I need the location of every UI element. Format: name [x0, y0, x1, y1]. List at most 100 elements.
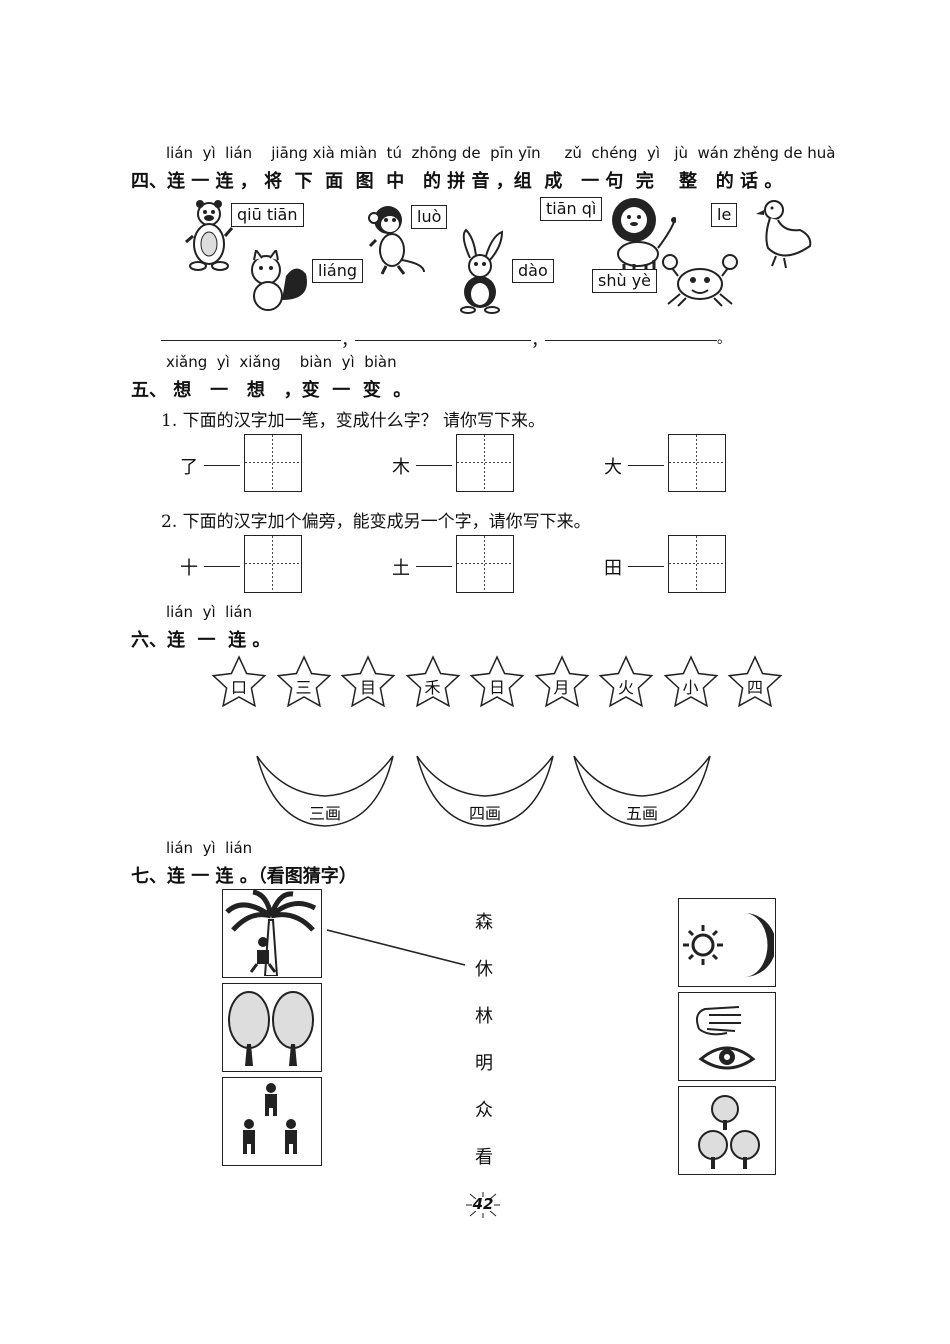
crab-picture [662, 254, 738, 307]
hand-eye-icon [696, 1006, 756, 1070]
pinyin-box-tianqi: tiān qì [540, 197, 603, 221]
star-char: 火 [617, 678, 634, 697]
two-trees-icon [228, 991, 314, 1066]
picture-hand-eye[interactable] [678, 992, 776, 1081]
pinyin-box-qiutian: qiū tiān [231, 203, 304, 227]
star-char: 目 [359, 678, 376, 697]
q1-dash-2 [416, 465, 452, 466]
star-icon [276, 655, 331, 708]
star-1[interactable]: 口 [211, 654, 267, 708]
q2-dash-2 [416, 566, 452, 567]
picture-sun-moon[interactable] [678, 898, 777, 987]
match-char-2[interactable]: 休 [475, 959, 493, 980]
match-char-5[interactable]: 众 [475, 1100, 493, 1121]
moon-3[interactable]: 五画 [572, 752, 712, 828]
s5-pinyin: xiǎng yì xiǎng biàn yì biàn [166, 353, 397, 371]
picture-two-trees[interactable] [222, 983, 322, 1072]
answer-comma-1: ， [341, 331, 358, 351]
q1-writing-box-3[interactable] [668, 434, 726, 492]
crescent-moon-icon [573, 755, 711, 827]
moon-label: 五画 [625, 804, 658, 823]
s5-heading: 五、 想 一 想 ，变 一 变 。 [131, 380, 412, 401]
s6-pinyin: lián yì lián [166, 603, 253, 621]
star-2[interactable]: 三 [276, 654, 332, 708]
moon-label: 四画 [468, 804, 501, 823]
moon-1[interactable]: 三画 [255, 752, 395, 828]
star-icon [469, 655, 525, 708]
s5-question-2: 2. 下面的汉字加个偏旁，能变成另一个字，请你写下来。 [161, 512, 591, 532]
q1-char-2: 木 [392, 457, 410, 478]
star-3[interactable]: 目 [340, 654, 396, 708]
q2-dash-1 [204, 566, 240, 567]
sunburst-icon [466, 1192, 500, 1218]
answer-period: 。 [717, 331, 731, 347]
picture-three-trees[interactable] [678, 1086, 776, 1175]
duck-picture [756, 200, 812, 269]
lion-picture [612, 198, 676, 272]
picture-person-under-tree[interactable] [222, 889, 322, 978]
star-char: 小 [682, 678, 699, 697]
crescent-moon-icon [416, 755, 554, 827]
s7-heading: 七、连 一 连 。（看图猜字） [131, 866, 357, 887]
s7-pinyin: lián yì lián [166, 839, 253, 857]
star-char: 三 [295, 678, 312, 697]
star-7[interactable]: 火 [598, 654, 654, 708]
match-char-1[interactable]: 森 [475, 912, 493, 933]
q2-dash-3 [628, 566, 664, 567]
match-char-4[interactable]: 明 [475, 1053, 493, 1074]
star-5[interactable]: 日 [469, 654, 525, 708]
s4-heading: 四、连 一 连 ， 将 下 面 图 中 的 拼 音 ，组 成 一 句 完 整 的… [131, 171, 783, 192]
star-icon [663, 655, 718, 708]
page-number-badge: 42 [466, 1192, 500, 1218]
three-trees-icon [698, 1095, 760, 1169]
star-char: 口 [230, 678, 247, 697]
page-number: 42 [472, 1195, 494, 1213]
pinyin-box-dao: dào [512, 259, 554, 283]
q2-writing-box-3[interactable] [668, 535, 726, 593]
q2-char-3: 田 [604, 558, 622, 579]
q1-writing-box-2[interactable] [456, 434, 514, 492]
answer-blank-2[interactable] [355, 340, 531, 341]
answer-blank-1[interactable] [161, 340, 341, 341]
moon-label: 三画 [308, 804, 341, 823]
match-char-3[interactable]: 林 [475, 1006, 493, 1027]
q2-char-2: 土 [392, 558, 410, 579]
star-6[interactable]: 月 [534, 654, 590, 708]
pinyin-box-liang: liáng [312, 259, 363, 283]
moon-2[interactable]: 四画 [415, 752, 555, 828]
answer-blank-3[interactable] [545, 340, 717, 341]
star-4[interactable]: 禾 [405, 654, 461, 708]
q1-dash-3 [628, 465, 664, 466]
crescent-moon-icon [256, 755, 394, 827]
star-icon [534, 655, 589, 708]
star-char: 禾 [424, 678, 441, 697]
star-icon [598, 655, 654, 708]
answer-comma-2: ， [531, 331, 548, 351]
s5-question-1: 1. 下面的汉字加一笔，变成什么字？ 请你写下来。 [161, 411, 546, 431]
star-icon [211, 655, 267, 708]
match-char-6[interactable]: 看 [475, 1147, 493, 1168]
star-9[interactable]: 四 [727, 654, 783, 708]
star-icon [727, 655, 783, 708]
s4-pinyin: lián yì lián jiāng xià miàn tú zhōng de … [166, 144, 836, 162]
star-char: 四 [746, 678, 763, 697]
star-8[interactable]: 小 [663, 654, 719, 708]
monkey-picture [368, 206, 425, 275]
squirrel-picture [251, 250, 307, 311]
q2-writing-box-1[interactable] [244, 535, 302, 593]
star-icon [405, 655, 460, 708]
q2-writing-box-2[interactable] [456, 535, 514, 593]
pinyin-box-luo: luò [411, 205, 448, 229]
bear-picture [185, 200, 234, 271]
palm-tree-person-icon [225, 889, 317, 977]
pinyin-box-le: le [711, 203, 738, 227]
picture-three-people[interactable] [222, 1077, 322, 1166]
q2-char-1: 十 [180, 558, 198, 579]
star-char: 月 [553, 678, 570, 697]
sun-moon-icon [683, 913, 777, 978]
q1-char-3: 大 [604, 457, 622, 478]
q1-char-1: 了 [180, 457, 198, 478]
star-icon [340, 655, 396, 708]
q1-writing-box-1[interactable] [244, 434, 302, 492]
example-connecting-line [326, 929, 466, 966]
